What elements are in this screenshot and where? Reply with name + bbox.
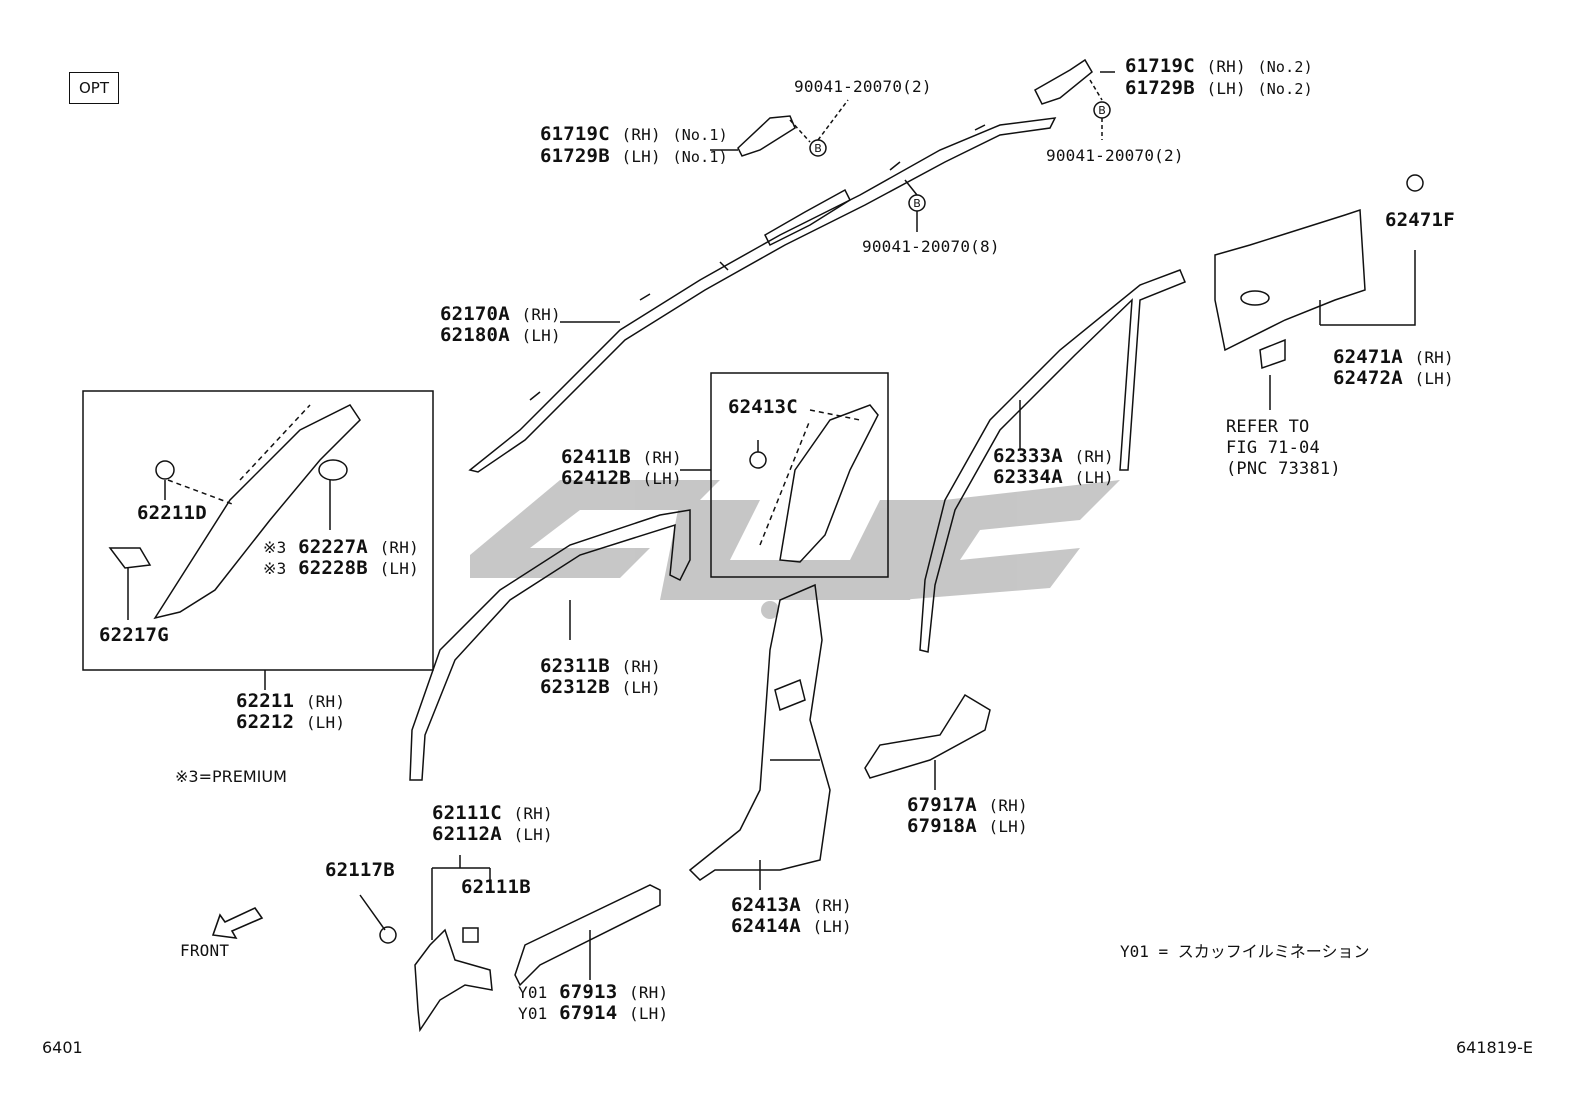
front-scuff-plate-part — [514, 884, 661, 987]
label-62211: 62211 (RH) 62212 (LH) — [236, 690, 346, 733]
cowl-side-trim-part — [414, 928, 493, 1033]
watermark-logo — [470, 480, 1120, 619]
label-62117b: 62117B — [325, 859, 395, 881]
label-refer-to: REFER TO FIG 71-04 (PNC 73381) — [1226, 417, 1341, 479]
callout-b-2-letter: B — [1098, 104, 1106, 117]
figure-code: 641819-E — [1456, 1038, 1533, 1057]
label-62411b: 62411B (RH) 62412B (LH) — [561, 446, 682, 489]
label-62413c: 62413C — [728, 396, 798, 418]
clip-62413c — [749, 451, 767, 469]
clip-62117b — [379, 926, 397, 944]
clip-62471f — [1406, 174, 1424, 192]
label-62111c: 62111C (RH) 62112A (LH) — [432, 802, 553, 845]
label-62471f: 62471F — [1385, 209, 1455, 231]
label-62170a: 62170A (RH) 62180A (LH) — [440, 303, 561, 346]
y01-note: Y01 = スカッフイルミネーション — [1120, 942, 1370, 961]
premium-note: ※3=PREMIUM — [175, 767, 287, 786]
label-67917a: 67917A (RH) 67918A (LH) — [907, 794, 1028, 837]
label-90041-right: 90041-20070(2) — [1046, 146, 1184, 165]
bracket-no2-part — [1034, 58, 1093, 105]
label-62217g: 62217G — [99, 624, 169, 646]
label-62311b: 62311B (RH) 62312B (LH) — [540, 655, 661, 698]
label-62471a: 62471A (RH) 62472A (LH) — [1333, 346, 1454, 389]
label-90041-top: 90041-20070(2) — [794, 77, 932, 96]
callout-b-3-letter: B — [913, 197, 921, 210]
label-90041-mid: 90041-20070(8) — [862, 237, 1000, 256]
label-62333a: 62333A (RH) 62334A (LH) — [993, 445, 1114, 488]
a-pillar-detail-box — [82, 390, 434, 671]
center-pillar-lower-part — [688, 583, 831, 881]
curtain-airbag-part — [468, 117, 1057, 473]
label-67913: Y01 67913 (RH) Y01 67914 (LH) — [518, 981, 669, 1024]
quarter-garnish-part — [1214, 208, 1366, 352]
label-62211d: 62211D — [137, 502, 207, 524]
opt-badge: OPT — [69, 72, 119, 104]
label-62413a: 62413A (RH) 62414A (LH) — [731, 894, 852, 937]
callout-b-1-letter: B — [814, 142, 822, 155]
label-62111b: 62111B — [461, 876, 531, 898]
page-code: 6401 — [42, 1038, 83, 1057]
door-opening-trim-62333a — [919, 269, 1186, 653]
label-61719c-no1: 61719C (RH) (No.1) 61729B (LH) (No.1) — [540, 123, 728, 167]
rear-scuff-plate-part — [864, 693, 991, 779]
clip-62211d — [155, 460, 175, 480]
bracket-no1-part — [737, 115, 796, 157]
label-62227a: ※3 62227A (RH) ※3 62228B (LH) — [263, 536, 419, 579]
door-weatherstrip-62311b — [409, 509, 691, 781]
front-direction-arrow-icon — [211, 906, 264, 940]
b-pillar-upper-detail-box — [710, 372, 889, 578]
front-label: FRONT — [180, 941, 230, 960]
b-pillar-upper-garnish-part — [779, 404, 879, 563]
clip-62217g — [108, 547, 152, 569]
a-pillar-garnish-part — [153, 404, 361, 620]
label-61719c-no2: 61719C (RH) (No.2) 61729B (LH) (No.2) — [1125, 55, 1313, 99]
